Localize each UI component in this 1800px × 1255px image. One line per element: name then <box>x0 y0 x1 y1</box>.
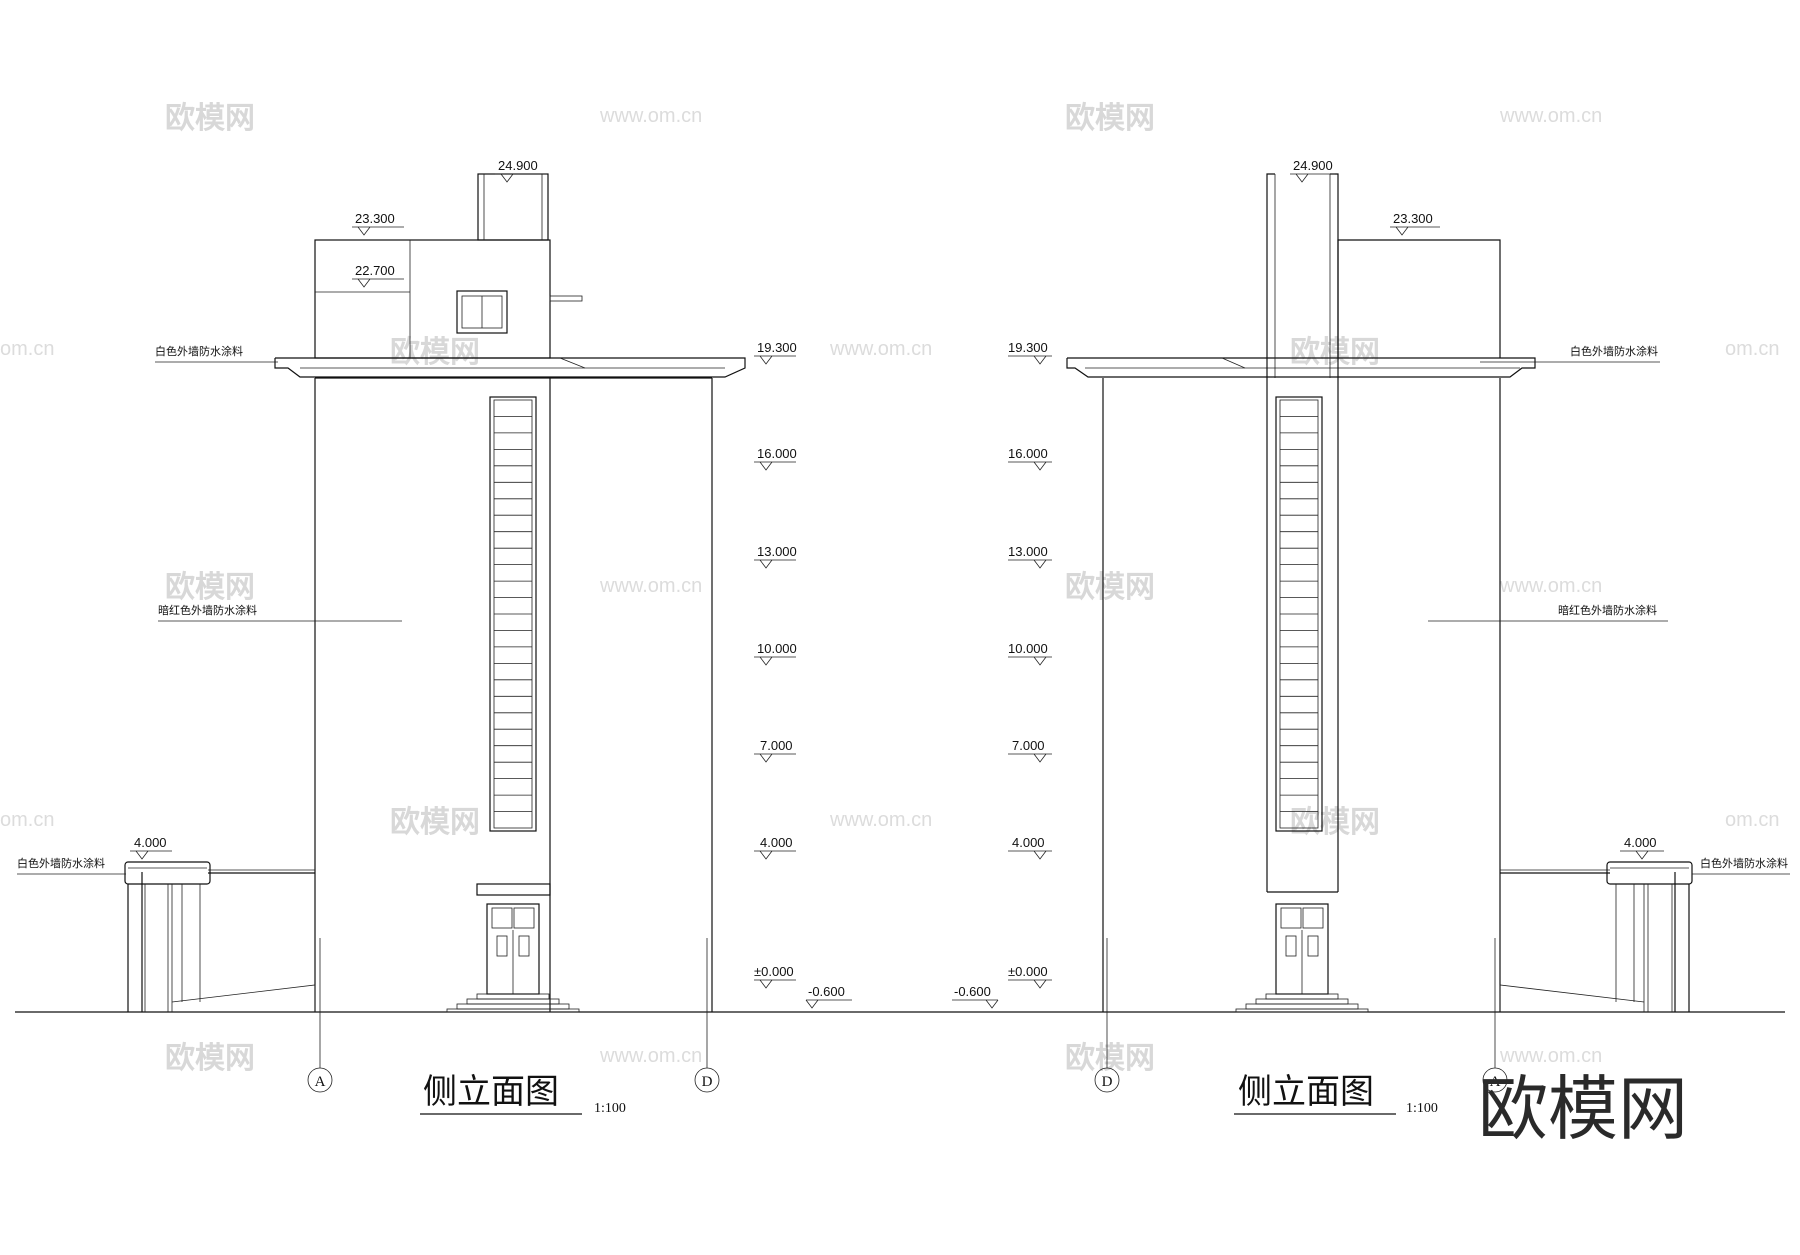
watermark-url: om.cn <box>0 809 54 831</box>
level-value: ±0.000 <box>1008 964 1048 979</box>
level-value: -0.600 <box>954 984 991 999</box>
watermark-url: www.om.cn <box>599 105 702 127</box>
vertical-strip-window <box>489 396 537 832</box>
window-mullions <box>494 416 1318 812</box>
grid-bubble-label: A <box>315 1074 326 1090</box>
grid-bubble-label: D <box>1102 1074 1113 1090</box>
level-value: 13.000 <box>1008 544 1048 559</box>
level-value: 10.000 <box>1008 641 1048 656</box>
right-level-marks: 24.900 23.300 19.300 16.000 13.000 10.00… <box>952 158 1664 1009</box>
watermark-brand: 欧模网 <box>165 570 255 605</box>
watermark-brand: 欧模网 <box>390 335 480 370</box>
level-value: 24.900 <box>498 158 538 173</box>
watermark-brand: 欧模网 <box>165 1041 255 1076</box>
watermark-brand: 欧模网 <box>1065 570 1155 605</box>
level-value: 19.300 <box>1008 340 1048 355</box>
drawing-scale: 1:100 <box>594 1101 626 1116</box>
level-value: 16.000 <box>757 446 797 461</box>
watermark-brand: 欧模网 <box>1065 1041 1155 1076</box>
watermark-url: www.om.cn <box>1499 575 1602 597</box>
watermark-url: www.om.cn <box>829 809 932 831</box>
watermark-url: om.cn <box>1725 809 1779 831</box>
level-value: 22.700 <box>355 263 395 278</box>
left-elevation: A D 侧立面图 1:100 白色外墙防水涂料 暗红色外墙防水涂料 白色外墙防水… <box>17 173 746 1116</box>
level-value: -0.600 <box>808 984 845 999</box>
material-note: 白色外墙防水涂料 <box>1570 344 1658 358</box>
level-value: 7.000 <box>1012 738 1045 753</box>
watermark-url: www.om.cn <box>829 338 932 360</box>
level-value: 4.000 <box>1624 835 1657 850</box>
watermark-url: om.cn <box>0 338 54 360</box>
material-note: 暗红色外墙防水涂料 <box>158 603 257 617</box>
watermark-url: www.om.cn <box>599 1045 702 1067</box>
watermark-url: om.cn <box>1725 338 1779 360</box>
watermark-url: www.om.cn <box>599 575 702 597</box>
brand-logo: 欧模网 <box>1478 1068 1688 1150</box>
level-value: 4.000 <box>1012 835 1045 850</box>
watermark-brand: 欧模网 <box>1065 101 1155 136</box>
level-value: 23.300 <box>1393 211 1433 226</box>
watermark-url: www.om.cn <box>1499 105 1602 127</box>
level-value: 23.300 <box>355 211 395 226</box>
material-note: 白色外墙防水涂料 <box>1700 856 1788 870</box>
level-value: 4.000 <box>134 835 167 850</box>
level-value: 13.000 <box>757 544 797 559</box>
grid-bubble-label: A <box>1490 1074 1501 1090</box>
level-value: ±0.000 <box>754 964 794 979</box>
level-value: 16.000 <box>1008 446 1048 461</box>
level-value: 7.000 <box>760 738 793 753</box>
material-note: 白色外墙防水涂料 <box>17 856 105 870</box>
watermark-brand: 欧模网 <box>165 101 255 136</box>
left-level-marks: 24.900 23.300 22.700 19.300 16.000 13.00… <box>130 158 852 1009</box>
level-value: 4.000 <box>760 835 793 850</box>
watermark-brand: 欧模网 <box>1290 805 1380 840</box>
watermark-brand: 欧模网 <box>1290 335 1380 370</box>
watermark-url: www.om.cn <box>1499 1045 1602 1067</box>
level-value: 24.900 <box>1293 158 1333 173</box>
vertical-strip-window <box>1275 396 1323 832</box>
drawing-title: 侧立面图 <box>1238 1072 1374 1112</box>
watermark-brand: 欧模网 <box>390 805 480 840</box>
level-value: 19.300 <box>757 340 797 355</box>
material-note: 白色外墙防水涂料 <box>155 344 243 358</box>
watermarks: 欧模网 www.om.cn 欧模网 www.om.cn om.cn 欧模网 ww… <box>0 101 1779 1076</box>
drawing-scale: 1:100 <box>1406 1101 1438 1116</box>
drawing-title: 侧立面图 <box>423 1072 559 1112</box>
grid-bubble-label: D <box>702 1074 713 1090</box>
level-value: 10.000 <box>757 641 797 656</box>
right-elevation: D A 侧立面图 1:100 白色外墙防水涂料 暗红色外墙防水涂料 白色外墙防水… <box>1066 173 1790 1116</box>
material-note: 暗红色外墙防水涂料 <box>1558 603 1657 617</box>
